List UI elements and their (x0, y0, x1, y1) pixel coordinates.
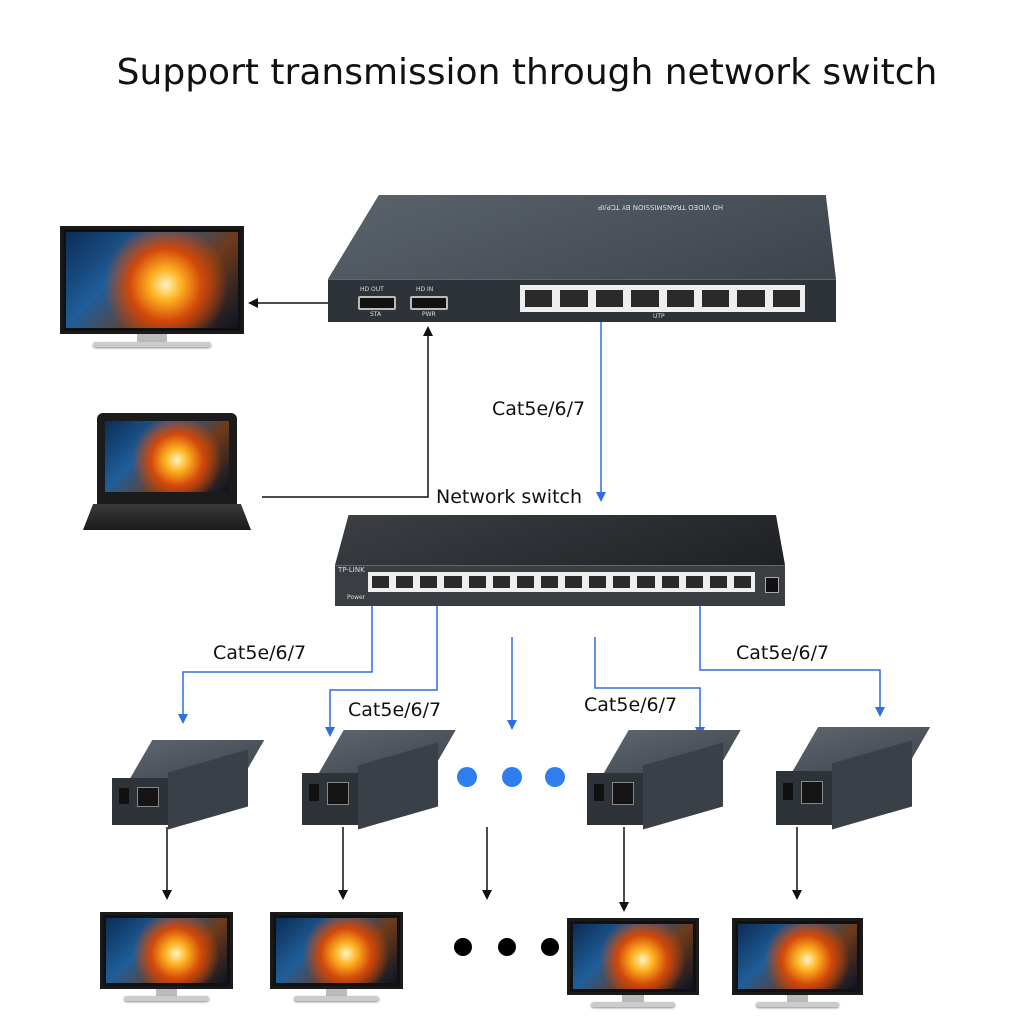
monitor-4 (732, 918, 863, 1008)
hdmi-in-port (410, 296, 448, 310)
switch-ports (368, 572, 755, 592)
rj45-port (770, 288, 802, 309)
rj45-port (635, 574, 657, 590)
network-switch-label: Network switch (436, 486, 583, 508)
receiver-3 (587, 730, 741, 829)
ellipsis-dot-blue (502, 767, 522, 787)
rj45-port (629, 288, 661, 309)
rj45-port (370, 574, 392, 590)
rj45-port (707, 574, 729, 590)
hdmi-out-port (358, 296, 396, 310)
rj45-port (587, 574, 609, 590)
monitor-3 (567, 918, 699, 1008)
pwr-label: PWR (422, 311, 436, 318)
receiver-2 (302, 730, 456, 829)
rj45-port (563, 574, 585, 590)
laptop-hdmi-line (262, 326, 433, 498)
ellipsis-dot-blue (545, 767, 565, 787)
hd-in-label: HD IN (416, 286, 434, 293)
rj45-port (558, 288, 590, 309)
switch-power-label: Power (347, 594, 366, 601)
diagram-title: Support transmission through network swi… (116, 52, 938, 93)
rj45-port (523, 288, 555, 309)
rj45-port (514, 574, 536, 590)
rj45-port (418, 574, 440, 590)
cable-label-1: Cat5e/6/7 (213, 642, 307, 664)
receiver-1 (112, 740, 265, 830)
rj45-port (664, 288, 696, 309)
monitor-top (60, 226, 244, 350)
monitor-2 (270, 912, 403, 1002)
rj45-port (659, 574, 681, 590)
switch-brand: TP-LINK (338, 566, 365, 574)
utp-label: UTP (653, 313, 665, 320)
rj45-port (699, 288, 732, 309)
ellipsis-dot-black (541, 938, 559, 956)
transmitter-top-text: HD VIDEO TRANSMISSION BY TCP/IP (598, 203, 724, 211)
rj45-port (538, 574, 560, 590)
cable-label-4: Cat5e/6/7 (736, 642, 830, 664)
ellipsis-dot-black (454, 938, 472, 956)
rj45-port (611, 574, 633, 590)
cable-line-1 (178, 605, 373, 724)
monitor-1 (100, 912, 233, 1002)
dc-jack (765, 577, 779, 593)
hd-out-label: HD OUT (360, 286, 384, 293)
rj45-port (394, 574, 416, 590)
receiver-4 (776, 727, 931, 829)
cable-line-3 (594, 637, 705, 737)
rj45-port (683, 574, 705, 590)
ellipsis-dot-black (498, 938, 516, 956)
ellipsis-dot-blue (457, 767, 477, 787)
hd-transmitter: HD VIDEO TRANSMISSION BY TCP/IP HD OUT H… (328, 195, 836, 322)
laptop (83, 413, 251, 530)
rj45-port (731, 574, 753, 590)
cable-label-top: Cat5e/6/7 (492, 398, 586, 420)
utp-ports (520, 285, 805, 312)
sta-label: STA (370, 311, 382, 318)
cable-line-2 (325, 605, 438, 737)
network-switch: TP-LINK Power (335, 515, 785, 606)
cable-label-2: Cat5e/6/7 (348, 699, 442, 721)
rj45-port (466, 574, 488, 590)
cable-line-4 (699, 605, 885, 717)
rj45-port (735, 288, 767, 309)
rj45-port (442, 574, 464, 590)
rj45-port (593, 288, 626, 309)
rj45-port (490, 574, 512, 590)
cable-label-3: Cat5e/6/7 (584, 694, 678, 716)
